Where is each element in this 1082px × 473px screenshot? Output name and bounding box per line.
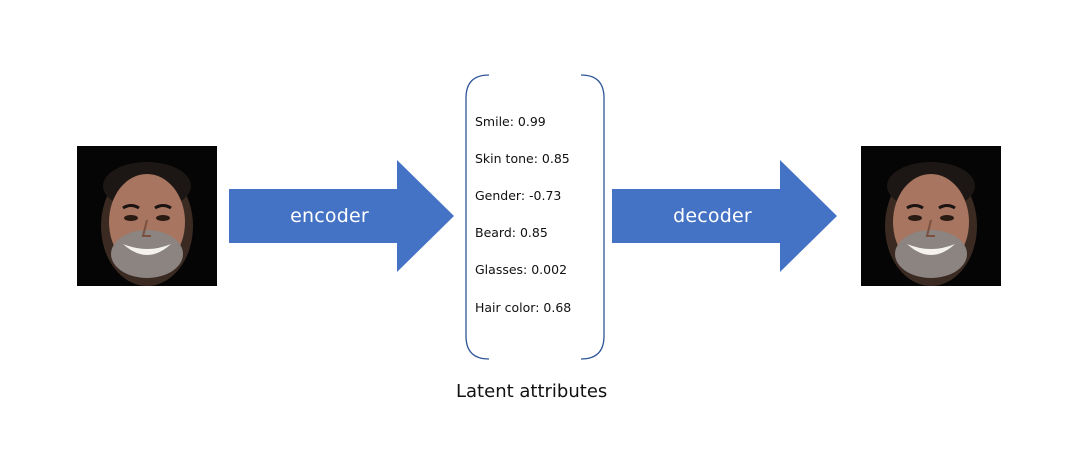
encoder-arrow: encoder [229, 160, 454, 272]
input-face-image [77, 146, 217, 286]
bracket-outline [465, 74, 605, 360]
face-illustration [861, 146, 1001, 286]
attribute-gender: Gender: -0.73 [475, 188, 562, 203]
latent-attributes-box: Smile: 0.99 Skin tone: 0.85 Gender: -0.7… [465, 74, 605, 360]
encoder-label: encoder [290, 205, 369, 227]
arrow-right-icon [612, 160, 837, 272]
output-face-image [861, 146, 1001, 286]
latent-caption: Latent attributes [456, 381, 608, 402]
attribute-smile: Smile: 0.99 [475, 114, 546, 129]
decoder-arrow: decoder [612, 160, 837, 272]
attribute-beard: Beard: 0.85 [475, 225, 548, 240]
attribute-skin-tone: Skin tone: 0.85 [475, 151, 570, 166]
arrow-right-icon [229, 160, 454, 272]
decoder-label: decoder [673, 205, 752, 227]
attribute-glasses: Glasses: 0.002 [475, 262, 568, 277]
face-illustration [77, 146, 217, 286]
attribute-hair-color: Hair color: 0.68 [475, 300, 572, 315]
